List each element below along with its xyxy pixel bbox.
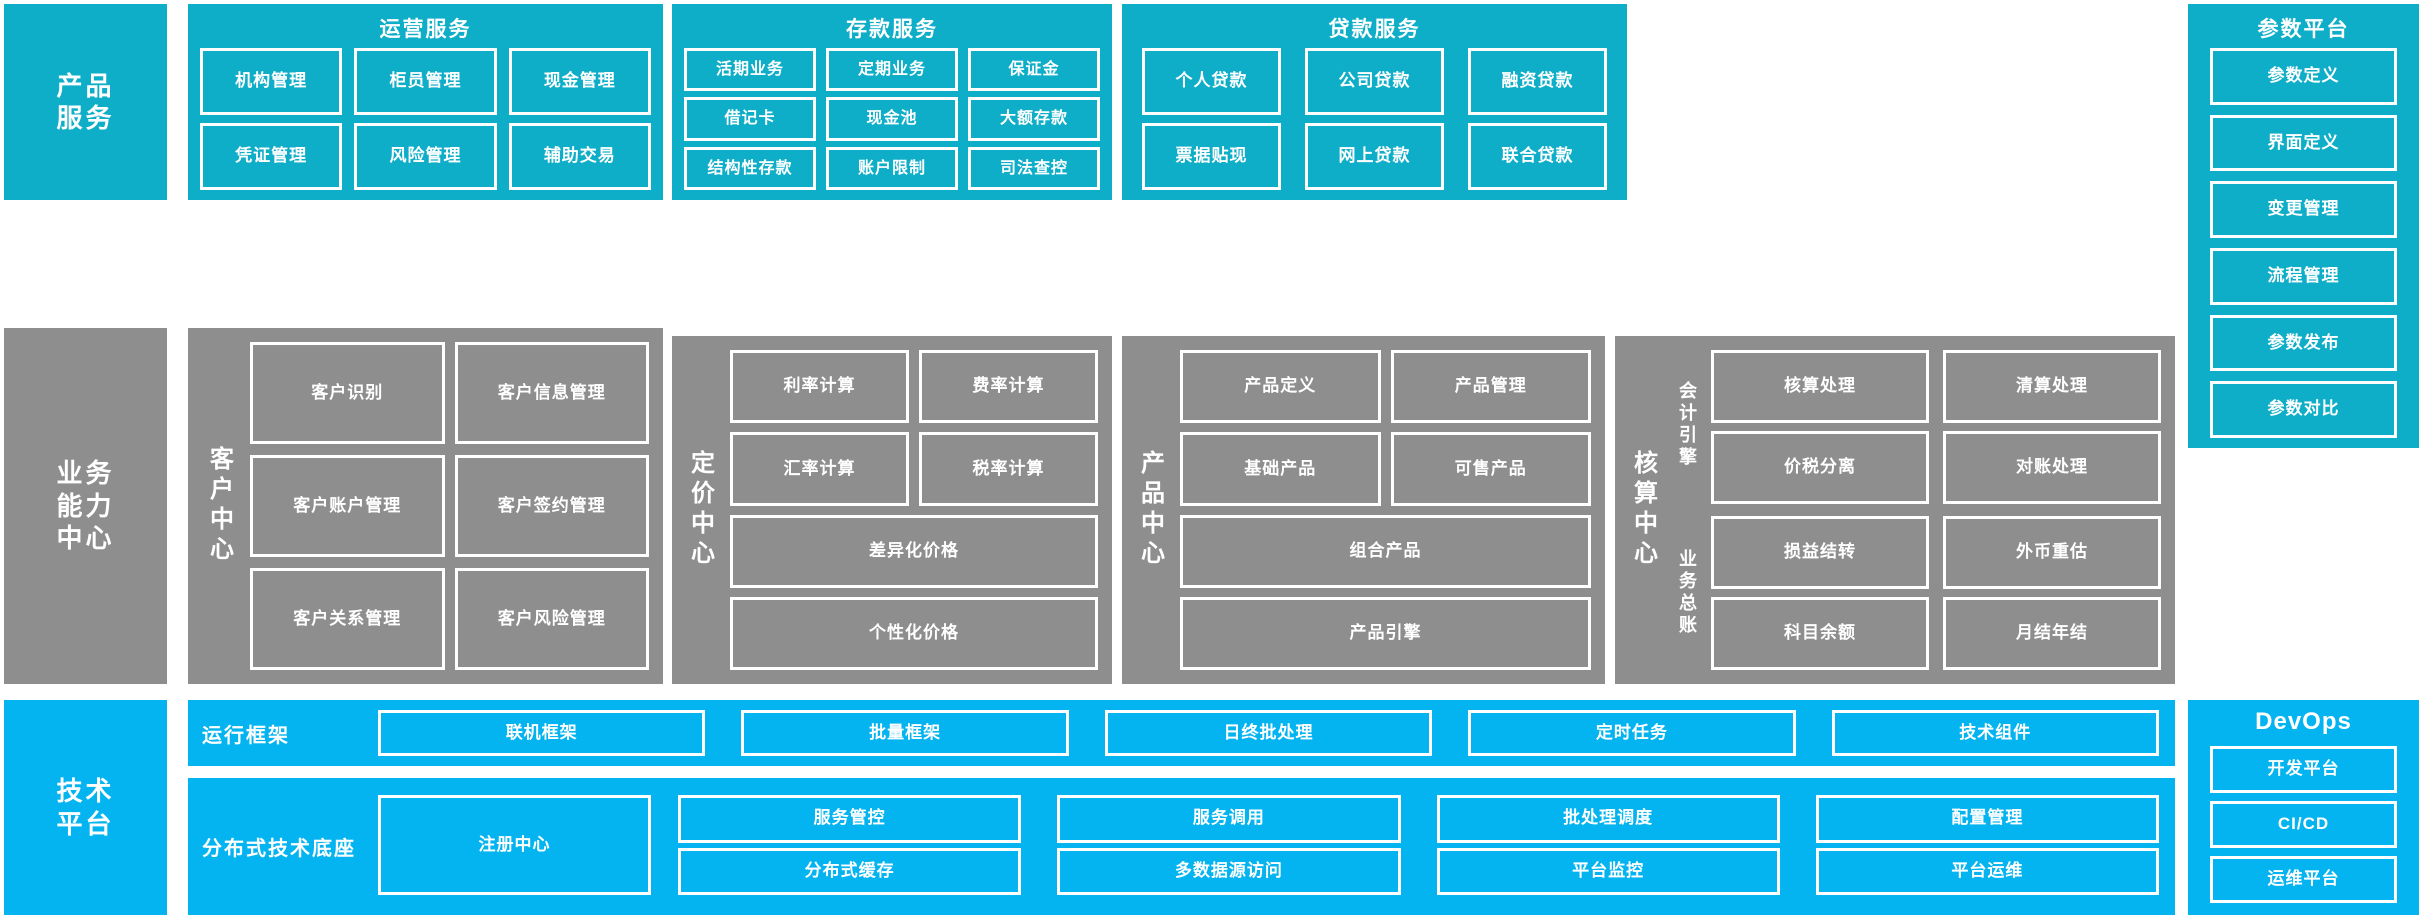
tile-loan[interactable]: 票据贴现 — [1142, 123, 1281, 190]
layer-label-technical-platform: 技术 平台 — [4, 700, 167, 915]
tile-product[interactable]: 产品定义 — [1180, 350, 1381, 424]
tile-pricing[interactable]: 个性化价格 — [730, 596, 1098, 670]
tile-customer[interactable]: 客户关系管理 — [250, 568, 445, 670]
tile-customer[interactable]: 客户签约管理 — [454, 455, 649, 557]
tile-base[interactable]: 服务调用 — [1057, 795, 1401, 843]
tile-base[interactable]: 平台运维 — [1815, 847, 2159, 895]
tile-loan[interactable]: 联合贷款 — [1468, 123, 1607, 190]
group-parameter-platform: 参数平台 参数定义 界面定义 变更管理 流程管理 参数发布 参数对比 — [2188, 4, 2419, 448]
tile-deposit[interactable]: 现金池 — [826, 97, 958, 141]
tile-parameter[interactable]: 参数发布 — [2210, 314, 2397, 372]
tile-product[interactable]: 产品引擎 — [1180, 596, 1591, 670]
tile-operation[interactable]: 凭证管理 — [200, 123, 343, 190]
tile-deposit[interactable]: 活期业务 — [684, 48, 816, 92]
center-label-product: 产品中心 — [1136, 450, 1164, 570]
tile-runtime[interactable]: 技术组件 — [1831, 710, 2159, 756]
tile-deposit[interactable]: 账户限制 — [826, 146, 958, 190]
tile-devops[interactable]: 开发平台 — [2210, 746, 2397, 793]
tile-runtime[interactable]: 日终批处理 — [1104, 710, 1433, 756]
tile-operation[interactable]: 辅助交易 — [508, 123, 651, 190]
group-devops: DevOps 开发平台 CI/CD 运维平台 — [2188, 700, 2419, 915]
tile-accounting[interactable]: 价税分离 — [1711, 431, 1929, 504]
tile-base[interactable]: 批处理调度 — [1436, 795, 1780, 843]
center-accounting: 核算中心 会计引擎 核算处理 清算处理 价税分离 对账处理 业务总账 损益结转 … — [1615, 336, 2175, 684]
tile-deposit[interactable]: 大额存款 — [968, 97, 1100, 141]
group-loan-services: 贷款服务 个人贷款 公司贷款 融资贷款 票据贴现 网上贷款 联合贷款 — [1122, 4, 1627, 200]
tile-parameter[interactable]: 流程管理 — [2210, 248, 2397, 305]
band-label-runtime-framework: 运行框架 — [202, 724, 290, 747]
center-label-pricing: 定价中心 — [686, 450, 714, 570]
group-title-parameter-platform: 参数平台 — [2257, 18, 2350, 41]
tile-accounting[interactable]: 损益结转 — [1711, 516, 1929, 589]
center-label-customer: 客户中心 — [205, 446, 233, 566]
group-title-devops: DevOps — [2255, 708, 2352, 735]
tile-accounting[interactable]: 核算处理 — [1711, 350, 1929, 423]
tile-product[interactable]: 产品管理 — [1390, 350, 1591, 424]
tile-loan[interactable]: 网上贷款 — [1305, 123, 1444, 190]
tile-base[interactable]: 配置管理 — [1815, 795, 2159, 843]
subgroup-label-business-ledger: 业务总账 — [1677, 549, 1697, 637]
tile-pricing[interactable]: 差异化价格 — [730, 514, 1098, 588]
group-title-loan-services: 贷款服务 — [1328, 18, 1421, 41]
tile-parameter[interactable]: 变更管理 — [2210, 181, 2397, 238]
tile-pricing[interactable]: 费率计算 — [919, 350, 1098, 424]
tile-accounting[interactable]: 月结年结 — [1943, 597, 2161, 670]
tile-operation[interactable]: 柜员管理 — [354, 48, 497, 115]
tile-operation[interactable]: 机构管理 — [200, 48, 343, 115]
tile-base[interactable]: 平台监控 — [1436, 847, 1780, 895]
layer-label-business-capability: 业务 能力 中心 — [4, 328, 167, 684]
subgroup-label-accounting-engine: 会计引擎 — [1677, 381, 1697, 469]
tile-parameter[interactable]: 界面定义 — [2210, 114, 2397, 172]
tile-base[interactable]: 多数据源访问 — [1057, 847, 1401, 895]
group-title-deposit-services: 存款服务 — [846, 18, 938, 41]
tile-customer[interactable]: 客户账户管理 — [250, 455, 445, 557]
tile-runtime[interactable]: 批量框架 — [741, 710, 1069, 756]
tile-pricing[interactable]: 税率计算 — [919, 432, 1098, 506]
tile-customer[interactable]: 客户信息管理 — [454, 342, 649, 444]
group-title-operation-services: 运营服务 — [379, 18, 472, 41]
tile-accounting[interactable]: 科目余额 — [1711, 597, 1929, 670]
tile-parameter[interactable]: 参数定义 — [2210, 48, 2397, 105]
tile-deposit[interactable]: 定期业务 — [826, 48, 958, 92]
tile-product[interactable]: 组合产品 — [1180, 514, 1591, 588]
band-label-distributed-base: 分布式技术底座 — [202, 838, 356, 860]
tile-registry-center[interactable]: 注册中心 — [378, 795, 651, 895]
tile-runtime[interactable]: 定时任务 — [1468, 710, 1796, 756]
layer-label-product-service: 产品 服务 — [4, 4, 167, 200]
group-operation-services: 运营服务 机构管理 柜员管理 现金管理 凭证管理 风险管理 辅助交易 — [188, 4, 663, 200]
tile-accounting[interactable]: 清算处理 — [1943, 350, 2161, 423]
tile-pricing[interactable]: 利率计算 — [730, 350, 909, 424]
tile-parameter[interactable]: 参数对比 — [2210, 381, 2397, 438]
band-runtime-framework: 运行框架 联机框架 批量框架 日终批处理 定时任务 技术组件 — [188, 700, 2175, 766]
tile-loan[interactable]: 个人贷款 — [1142, 48, 1281, 115]
tile-base[interactable]: 分布式缓存 — [678, 847, 1022, 895]
tile-deposit[interactable]: 借记卡 — [684, 97, 816, 141]
tile-loan[interactable]: 公司贷款 — [1305, 48, 1444, 115]
center-customer: 客户中心 客户识别 客户信息管理 客户账户管理 客户签约管理 客户关系管理 客户… — [188, 328, 663, 684]
tile-product[interactable]: 基础产品 — [1180, 432, 1381, 506]
tile-customer[interactable]: 客户识别 — [250, 342, 445, 444]
center-product: 产品中心 产品定义 产品管理 基础产品 可售产品 组合产品 产品引擎 — [1122, 336, 1605, 684]
tile-runtime[interactable]: 联机框架 — [378, 710, 706, 756]
tile-pricing[interactable]: 汇率计算 — [730, 432, 909, 506]
tile-deposit[interactable]: 结构性存款 — [684, 146, 816, 190]
tile-deposit[interactable]: 司法查控 — [968, 146, 1100, 190]
tile-loan[interactable]: 融资贷款 — [1468, 48, 1607, 115]
tile-deposit[interactable]: 保证金 — [968, 48, 1100, 92]
tile-operation[interactable]: 现金管理 — [508, 48, 651, 115]
tile-devops[interactable]: CI/CD — [2210, 801, 2397, 848]
tile-accounting[interactable]: 外币重估 — [1943, 516, 2161, 589]
center-label-accounting: 核算中心 — [1629, 450, 1657, 570]
group-deposit-services: 存款服务 活期业务 定期业务 保证金 借记卡 现金池 大额存款 结构性存款 账户… — [672, 4, 1112, 200]
tile-devops[interactable]: 运维平台 — [2210, 856, 2397, 903]
band-distributed-base: 分布式技术底座 注册中心 服务管控 服务调用 批处理调度 配置管理 分布式缓存 … — [188, 778, 2175, 915]
tile-accounting[interactable]: 对账处理 — [1943, 431, 2161, 504]
tile-product[interactable]: 可售产品 — [1390, 432, 1591, 506]
center-pricing: 定价中心 利率计算 费率计算 汇率计算 税率计算 差异化价格 个性化价格 — [672, 336, 1112, 684]
tile-customer[interactable]: 客户风险管理 — [454, 568, 649, 670]
tile-base[interactable]: 服务管控 — [678, 795, 1022, 843]
tile-operation[interactable]: 风险管理 — [354, 123, 497, 190]
